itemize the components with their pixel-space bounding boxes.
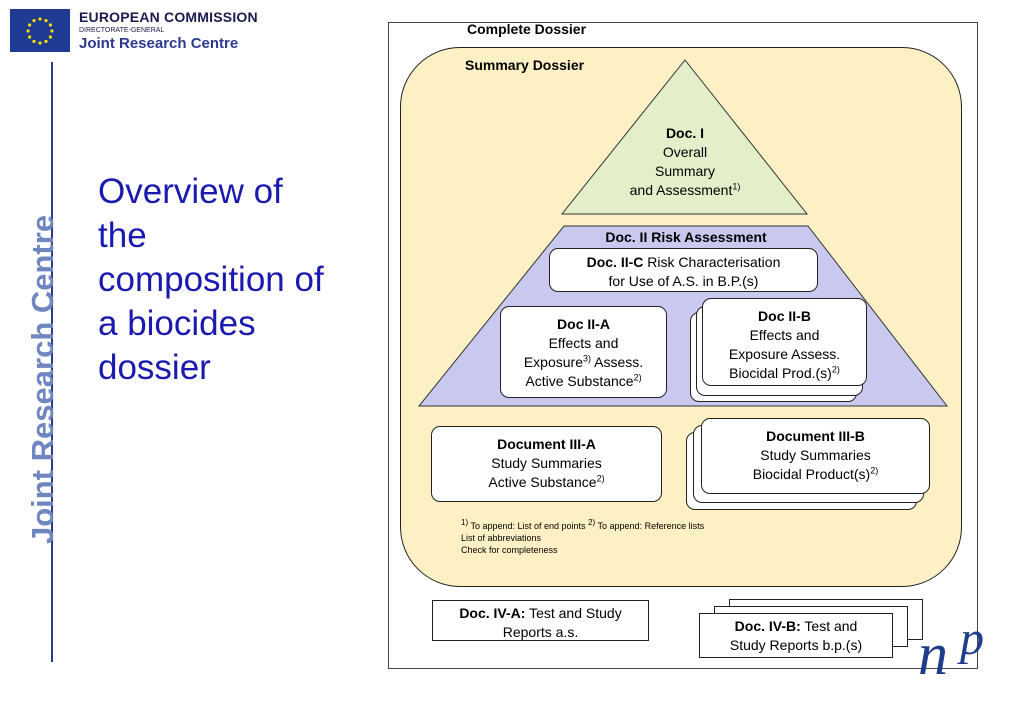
sidebar-divider (51, 62, 53, 662)
complete-dossier-label: Complete Dossier (467, 21, 587, 37)
doc-ii-c-box: Doc. II-C Risk Characterisation for Use … (549, 248, 818, 292)
doc-iii-a-box: Document III-A Study Summaries Active Su… (431, 426, 662, 502)
directorate-label: DIRECTORATE-GENERAL (79, 27, 165, 34)
doc-i-text: Doc. I Overall Summary and Assessment1) (592, 124, 778, 200)
slide-title: Overview of the composition of a biocide… (98, 172, 324, 387)
centre-name: Joint Research Centre (79, 35, 239, 52)
footnotes: 1) To append: List of end points 2) To a… (461, 518, 705, 556)
doc-iv-a-box: Doc. IV-A: Test and Study Reports a.s. (432, 600, 649, 641)
doc-ii-b-box: Doc II-B Effects and Exposure Assess. Bi… (702, 298, 867, 386)
doc-i-title: Doc. I (665, 125, 705, 141)
doc-i-line1: Overall (662, 144, 708, 160)
doc-iii-b-box: Document III-B Study Summaries Biocidal … (701, 418, 930, 494)
doc-i-line2: Summary (655, 163, 715, 179)
jrc-logo: n p (910, 612, 1010, 703)
sidebar-vertical-text: Joint Research Centre (20, 180, 60, 560)
doc-ii-a-box: Doc II-A Effects and Exposure3) Assess. … (500, 306, 667, 398)
doc-i-line3: and Assessment1) (629, 181, 741, 198)
eu-flag-logo (10, 9, 70, 52)
svg-text:Joint Research Centre: Joint Research Centre (25, 215, 60, 544)
doc-iv-b-box: Doc. IV-B: Test and Study Reports b.p.(s… (699, 613, 893, 658)
svg-text:n: n (918, 621, 948, 687)
svg-text:p: p (957, 612, 984, 665)
org-name: EUROPEAN COMMISSION (79, 9, 258, 25)
doc-ii-title: Doc. II Risk Assessment (605, 229, 767, 245)
doc-i-triangle (560, 59, 809, 215)
summary-dossier-label: Summary Dossier (465, 57, 585, 73)
